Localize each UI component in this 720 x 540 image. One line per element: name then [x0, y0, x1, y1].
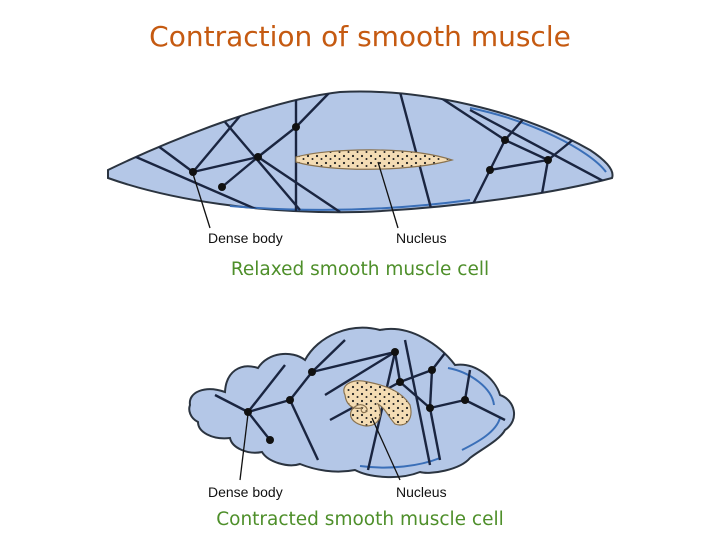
contracted-dense-bodies: [244, 348, 469, 444]
dense-body: [501, 136, 509, 144]
leader-line-nucleus: [377, 161, 399, 229]
leader-line-dense-body: [192, 173, 211, 229]
dense-body: [544, 156, 552, 164]
dense-body: [286, 396, 294, 404]
dense-body: [396, 378, 404, 386]
contracted-caption: Contracted smooth muscle cell: [216, 509, 504, 530]
relaxed-nucleus: [295, 149, 455, 170]
dense-body: [391, 348, 399, 356]
relaxed-cell: Dense body Nucleus: [107, 90, 614, 246]
label-dense-body: Dense body: [208, 484, 283, 500]
leader-line-nucleus: [371, 417, 401, 481]
contracted-nucleus: [343, 380, 412, 427]
label-nucleus: Nucleus: [396, 484, 447, 500]
dense-body: [254, 153, 262, 161]
relaxed-dense-bodies: [189, 123, 552, 191]
contracted-cell: Dense body Nucleus: [188, 326, 515, 500]
dense-body: [266, 436, 274, 444]
contracted-filament-network: [214, 339, 506, 471]
leader-line-dense-body: [239, 413, 249, 481]
label-dense-body: Dense body: [208, 230, 283, 246]
dense-body: [461, 396, 469, 404]
dense-body: [218, 183, 226, 191]
relaxed-inner-membrane-line: [229, 107, 607, 211]
dense-body: [428, 366, 436, 374]
label-nucleus: Nucleus: [396, 230, 447, 246]
dense-body: [244, 408, 252, 416]
dense-body: [292, 123, 300, 131]
dense-body: [426, 404, 434, 412]
dense-body: [189, 168, 197, 176]
dense-body: [486, 166, 494, 174]
dense-body: [308, 368, 316, 376]
relaxed-caption: Relaxed smooth muscle cell: [230, 259, 490, 280]
page-title: Contraction of smooth muscle: [149, 20, 571, 53]
